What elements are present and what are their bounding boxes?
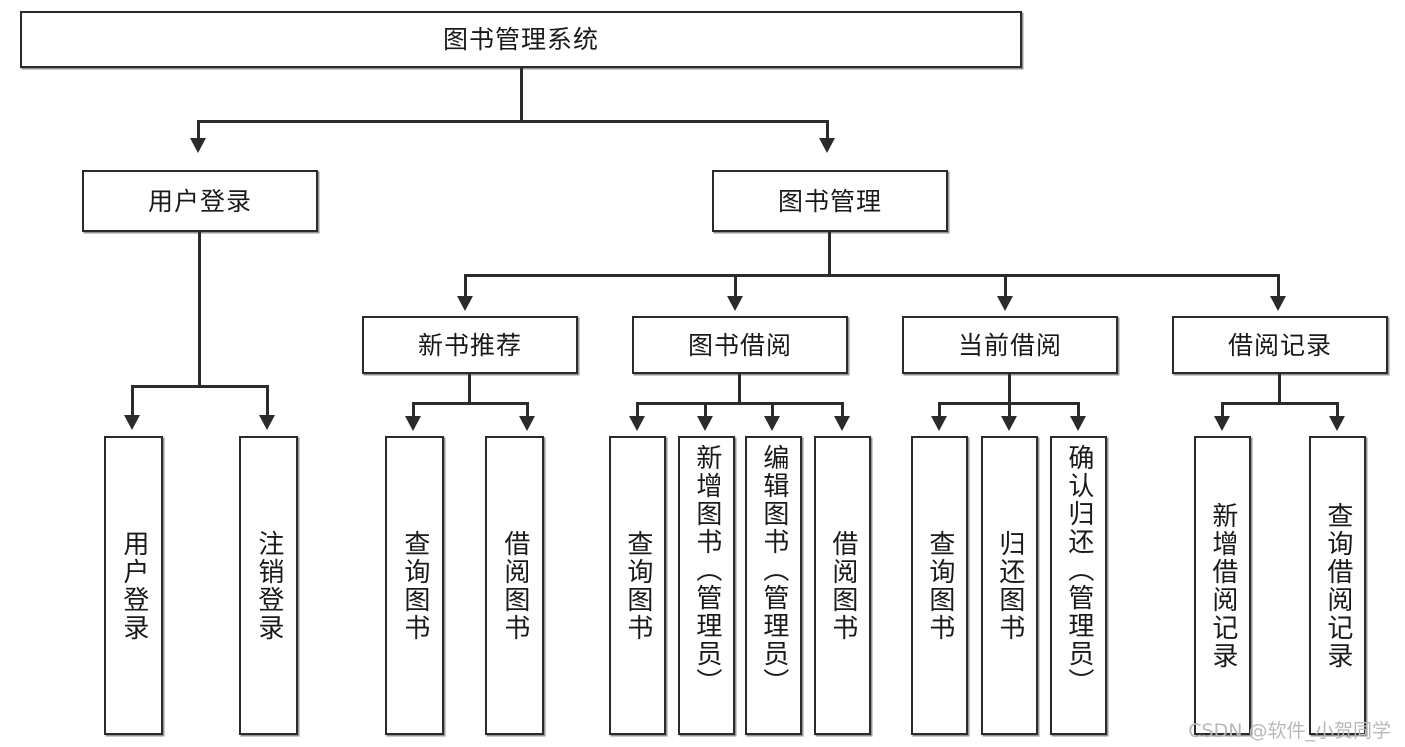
connector-borrow-record-bus <box>1221 402 1339 405</box>
node-leaf-user-login[interactable]: 用户登录 <box>104 436 163 735</box>
connector-user-login-drop-1 <box>131 385 134 417</box>
node-label: 查询图书 <box>399 529 430 642</box>
connector-drop-user-login <box>197 120 200 140</box>
node-label: 编辑图书（管理员） <box>758 444 789 696</box>
arrowhead-leaf-book-borrow-2 <box>697 416 713 431</box>
node-label: 新书推荐 <box>417 330 522 360</box>
arrowhead-leaf-user-login-2 <box>259 415 275 430</box>
arrowhead-leaf-book-borrow-4 <box>834 416 850 431</box>
connector-current-borrow-drop-3 <box>1077 402 1080 418</box>
connector-group-drop-1 <box>464 274 467 298</box>
node-leaf-confirm-return-admin[interactable]: 确认归还（管理员） <box>1050 436 1107 735</box>
node-label: 查询图书 <box>924 529 955 642</box>
connector-group-drop-3 <box>1004 274 1007 298</box>
node-label: 用户登录 <box>118 529 149 642</box>
connector-book-management-stem <box>828 232 831 276</box>
node-branch-book-management[interactable]: 图书管理 <box>712 170 948 232</box>
connector-group-drop-4 <box>1277 274 1280 298</box>
arrowhead-leaf-current-borrow-1 <box>931 416 947 431</box>
arrowhead-leaf-borrow-record-2 <box>1329 416 1345 431</box>
node-leaf-borrow-book-new[interactable]: 借阅图书 <box>485 436 544 735</box>
connector-book-borrow-drop-4 <box>841 402 844 418</box>
connector-book-borrow-bus <box>636 402 844 405</box>
arrowhead-leaf-current-borrow-2 <box>1001 416 1017 431</box>
arrowhead-leaf-borrow-record-1 <box>1214 416 1230 431</box>
arrowhead-leaf-book-borrow-3 <box>764 416 780 431</box>
node-label: 查询图书 <box>622 529 653 642</box>
connector-new-book-bus <box>412 402 529 405</box>
node-leaf-edit-book-admin[interactable]: 编辑图书（管理员） <box>745 436 802 735</box>
node-branch-user-login[interactable]: 用户登录 <box>82 170 318 232</box>
arrowhead-group-book-borrow <box>727 296 743 311</box>
node-group-book-borrow[interactable]: 图书借阅 <box>632 316 848 374</box>
connector-borrow-record-stem <box>1278 374 1281 404</box>
connector-current-borrow-stem <box>1008 374 1011 404</box>
arrowhead-group-new-book <box>457 296 473 311</box>
connector-new-book-drop-2 <box>526 402 529 418</box>
arrowhead-user-login <box>190 138 206 153</box>
node-group-borrow-record[interactable]: 借阅记录 <box>1172 316 1388 374</box>
connector-borrow-record-drop-2 <box>1336 402 1339 418</box>
node-label: 注销登录 <box>253 529 284 642</box>
arrowhead-group-current-borrow <box>997 296 1013 311</box>
node-label: 图书管理 <box>777 186 882 216</box>
connector-new-book-drop-1 <box>412 402 415 418</box>
node-leaf-return-book[interactable]: 归还图书 <box>981 436 1038 735</box>
connector-root-stem <box>520 68 523 120</box>
connector-user-login-drop-2 <box>266 385 269 417</box>
node-leaf-add-borrow-record[interactable]: 新增借阅记录 <box>1194 436 1251 735</box>
connector-book-borrow-stem <box>738 374 741 404</box>
connector-book-borrow-drop-2 <box>704 402 707 418</box>
node-leaf-borrow-book[interactable]: 借阅图书 <box>814 436 871 735</box>
arrowhead-leaf-new-book-1 <box>405 416 421 431</box>
node-label: 确认归还（管理员） <box>1063 444 1094 696</box>
node-leaf-query-borrow-record[interactable]: 查询借阅记录 <box>1309 436 1366 735</box>
connector-group-drop-2 <box>734 274 737 298</box>
arrowhead-leaf-book-borrow-1 <box>629 416 645 431</box>
connector-book-borrow-drop-1 <box>636 402 639 418</box>
connector-current-borrow-drop-1 <box>938 402 941 418</box>
node-group-current-borrow[interactable]: 当前借阅 <box>902 316 1118 374</box>
arrowhead-leaf-user-login-1 <box>124 415 140 430</box>
node-label: 借阅图书 <box>499 529 530 642</box>
node-leaf-add-book-admin[interactable]: 新增图书（管理员） <box>678 436 735 735</box>
node-leaf-query-book-new[interactable]: 查询图书 <box>385 436 444 735</box>
node-label: 归还图书 <box>994 529 1025 642</box>
connector-root-bus <box>197 120 829 123</box>
connector-borrow-record-drop-1 <box>1221 402 1224 418</box>
connector-new-book-stem <box>468 374 471 404</box>
arrowhead-leaf-current-borrow-3 <box>1070 416 1086 431</box>
node-label: 当前借阅 <box>957 330 1062 360</box>
connector-drop-book-management <box>826 120 829 140</box>
connector-user-login-stem <box>198 232 201 387</box>
node-leaf-logout[interactable]: 注销登录 <box>239 436 298 735</box>
arrowhead-group-borrow-record <box>1270 296 1286 311</box>
connector-book-borrow-drop-3 <box>771 402 774 418</box>
connector-book-management-bus <box>464 274 1280 277</box>
node-label: 图书借阅 <box>687 330 792 360</box>
node-label: 用户登录 <box>147 186 252 216</box>
node-leaf-query-book-current[interactable]: 查询图书 <box>911 436 968 735</box>
node-label: 新增借阅记录 <box>1207 501 1238 670</box>
connector-current-borrow-drop-2 <box>1008 402 1011 418</box>
arrowhead-leaf-new-book-2 <box>519 416 535 431</box>
node-label: 借阅记录 <box>1227 330 1332 360</box>
node-label: 借阅图书 <box>827 529 858 642</box>
arrowhead-book-management <box>819 138 835 153</box>
node-label: 查询借阅记录 <box>1322 501 1353 670</box>
node-group-new-book-recommend[interactable]: 新书推荐 <box>362 316 578 374</box>
node-root-book-management-system[interactable]: 图书管理系统 <box>20 11 1022 68</box>
node-leaf-query-book[interactable]: 查询图书 <box>609 436 666 735</box>
connector-user-login-bus <box>131 385 269 388</box>
node-label: 新增图书（管理员） <box>691 444 722 696</box>
node-label: 图书管理系统 <box>442 25 599 54</box>
